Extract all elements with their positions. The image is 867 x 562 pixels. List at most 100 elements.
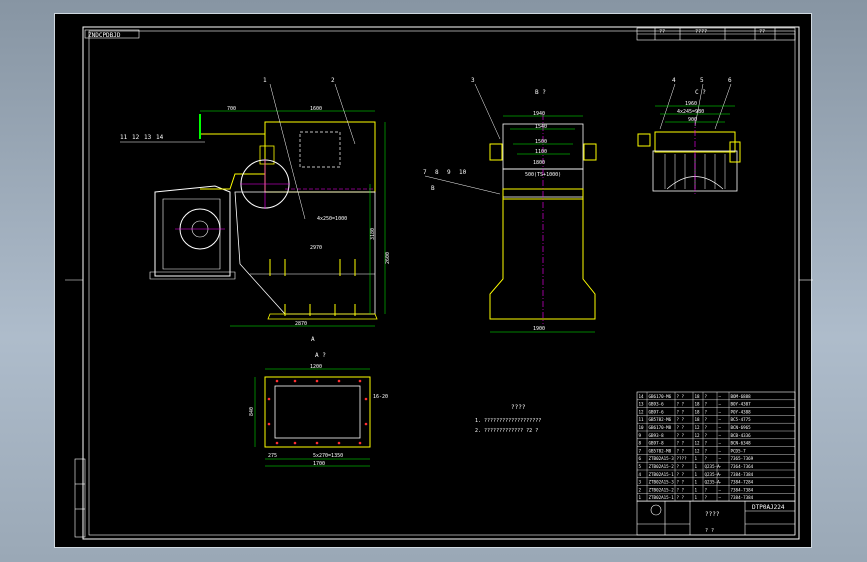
bom-cell: GB6170-M8 [649, 425, 672, 430]
balloon-9: 9 [447, 169, 451, 176]
bom-cell: ? ? [677, 495, 685, 500]
bom-cell: — [719, 402, 722, 407]
bom-cell: PCD5-7 [731, 448, 747, 453]
bom-cell: BC5-4775 [731, 417, 752, 422]
balloon-10: 10 [459, 169, 467, 176]
view-b-body [489, 199, 596, 320]
dim-b-w1: 1500 [535, 139, 547, 145]
dim-top-mid: 1600 [310, 106, 322, 112]
balloon-8: 8 [435, 169, 439, 176]
bom-cell: POY-4388 [731, 409, 752, 414]
balloon-3: 3 [471, 77, 475, 84]
bom-cell: 18 [695, 394, 701, 399]
dim-bottom: 2870 [295, 321, 307, 327]
bom-cell: 18 [695, 417, 701, 422]
dim-a-left: 275 [268, 453, 277, 459]
bom-cell: — [719, 487, 722, 492]
support-legs [269, 259, 356, 316]
bom-cell: 18 [695, 402, 701, 407]
dim-b-bottom: 1900 [533, 326, 545, 332]
bom-cell: ZTB02A15-1 [649, 495, 675, 500]
inner-frame [88, 30, 796, 536]
bom-cell: 1 [695, 480, 698, 485]
dim-a-side: 840 [249, 407, 255, 416]
title-name: ???? [705, 511, 720, 518]
title-bottom: ? ? [705, 528, 714, 534]
bom-cell: — [719, 464, 722, 469]
bom-cell: 7384-7284 [731, 480, 754, 485]
bom-cell: GB6170-M6 [649, 394, 672, 399]
bom-cell: ? [705, 448, 708, 453]
cabinet-top [264, 121, 376, 193]
bom-cell: ? [705, 456, 708, 461]
balloon-7: 7 [423, 169, 427, 176]
title-block [636, 500, 796, 536]
section-b-mark: B [431, 185, 435, 192]
bom-cell: ? ? [677, 472, 685, 477]
top-strip [636, 27, 796, 41]
bom-cell: ? ? [677, 441, 685, 446]
view-b-label: B ? [535, 89, 546, 96]
dim-main-note: 4x250=1000 [317, 216, 347, 222]
note-2: 2. ????????????? ?2 ? [475, 428, 538, 434]
view-a [254, 368, 371, 467]
dim-a-mid: 5x270=1350 [313, 453, 343, 459]
bom-cell: 1 [695, 472, 698, 477]
strip-cell-5: ?? [759, 29, 765, 35]
dim-b-mid: 1540 [535, 124, 547, 130]
bom-cell: 14 [639, 394, 645, 399]
dim-top-left: 700 [227, 106, 236, 112]
balloon-4: 4 [672, 77, 676, 84]
bom-cell: ? ? [677, 402, 685, 407]
bom-cell: 12 [639, 409, 645, 414]
bom-cell: 4 [639, 472, 642, 477]
bom-cell: ? [705, 402, 708, 407]
bom-cell: ? [705, 394, 708, 399]
balloon-13: 13 [144, 134, 152, 141]
dim-b-w3: 1800 [533, 160, 545, 166]
strip-cell-2: ?? [659, 29, 665, 35]
dim-c-mid: 4x245=980 [677, 109, 704, 115]
bom-cell: 12 [695, 425, 701, 430]
bom-cell: BCB-4336 [731, 433, 752, 438]
bom-cell: GB5782-M8 [649, 448, 672, 453]
bom-cell: 13 [639, 402, 645, 407]
bom-cell: 3 [639, 480, 642, 485]
bom-cell: 1 [695, 464, 698, 469]
bom-cell: ? ? [677, 464, 685, 469]
bom-cell: ? ? [677, 394, 685, 399]
bom-cell: GB93-8 [649, 433, 665, 438]
bom-cell: 18 [695, 409, 701, 414]
left-stamp [74, 458, 86, 538]
bom-cell: — [719, 425, 722, 430]
bom-cell: 1 [639, 495, 642, 500]
bom-cell: BOM-6888 [731, 394, 752, 399]
bom-cell: Q235-A [705, 480, 721, 485]
view-a-label: A ? [315, 352, 326, 359]
bom-cell: 11 [639, 417, 645, 422]
main-view [149, 110, 386, 327]
bom-cell: 7384-7384 [731, 487, 754, 492]
bom-cell: Q235-A [705, 472, 721, 477]
bom-cell: BOY-4307 [731, 402, 752, 407]
view-c-label: C ? [695, 89, 706, 96]
bom-cell: — [719, 480, 722, 485]
cad-drawing-sheet[interactable]: ZNDCPDBJD ?? ???? ?? [54, 13, 813, 548]
view-c [637, 105, 741, 194]
bom-cell: 9 [639, 433, 642, 438]
dim-height-main: 3180 [370, 228, 376, 240]
bom-cell: 12 [695, 433, 701, 438]
bom-cell: 5 [639, 464, 642, 469]
bom-cell: 1 [695, 456, 698, 461]
bom-cell: — [719, 441, 722, 446]
note-1: 1. ??????????????????? [475, 418, 541, 424]
bom-cell: ? [705, 417, 708, 422]
bom-cell: ???? [677, 456, 688, 461]
bom-cell: ZTB02A15-2 [649, 464, 675, 469]
main-dims [200, 110, 386, 327]
dim-width-main: 2970 [310, 245, 322, 251]
bom-cell: ? ? [677, 409, 685, 414]
bom-cell: — [719, 433, 722, 438]
leader-lines [120, 83, 732, 220]
dim-a-bottom: 1700 [313, 461, 325, 467]
